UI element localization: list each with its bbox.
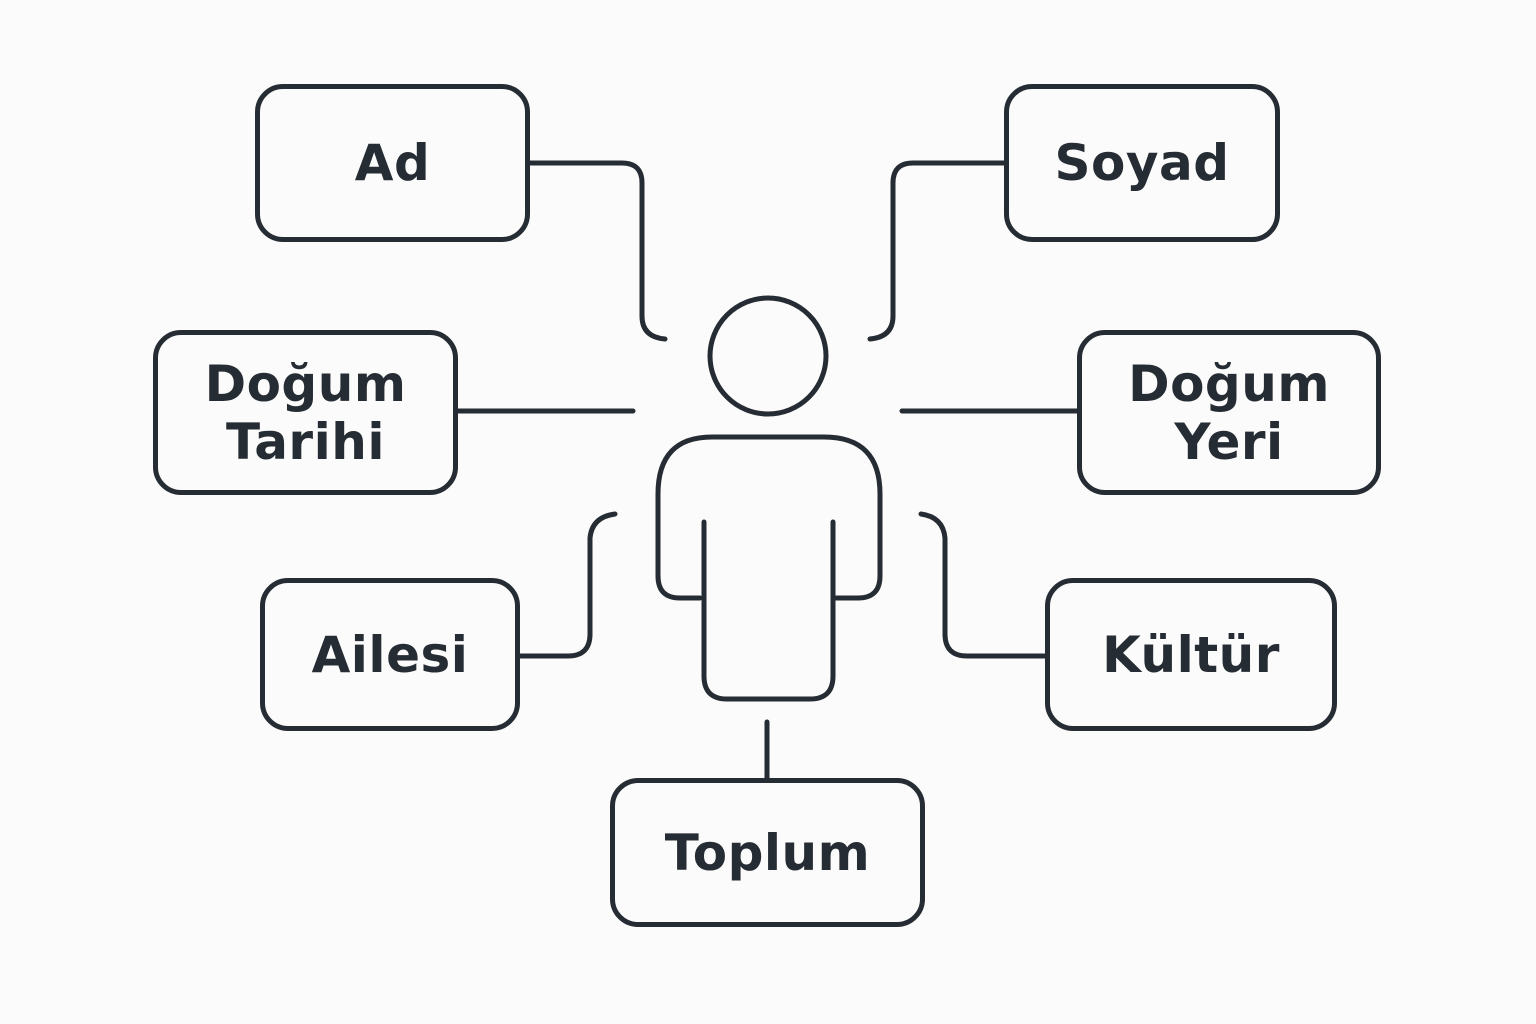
node-soyad-label: Soyad bbox=[1054, 134, 1230, 192]
connector-soyad bbox=[867, 160, 1007, 342]
node-ad-label: Ad bbox=[354, 134, 431, 192]
node-kultur-label: Kültür bbox=[1102, 625, 1280, 684]
person-head bbox=[707, 295, 829, 417]
connector-ailesi bbox=[517, 511, 618, 659]
node-toplum: Toplum bbox=[610, 778, 925, 927]
node-ad: Ad bbox=[255, 84, 530, 242]
node-kultur: Kültür bbox=[1045, 578, 1337, 731]
person-body bbox=[655, 434, 883, 601]
node-dogum-yeri: Doğum Yeri bbox=[1077, 330, 1381, 495]
node-ailesi: Ailesi bbox=[260, 578, 520, 731]
node-dogum-tarihi: Doğum Tarihi bbox=[153, 330, 458, 495]
person-icon bbox=[655, 295, 883, 702]
person-legs bbox=[701, 519, 836, 702]
node-soyad: Soyad bbox=[1004, 84, 1280, 242]
node-dogum-yeri-label: Doğum Yeri bbox=[1128, 354, 1330, 471]
node-toplum-label: Toplum bbox=[664, 823, 871, 882]
connector-kultur bbox=[918, 511, 1048, 659]
node-dogum-tarihi-label: Doğum Tarihi bbox=[204, 354, 407, 471]
node-ailesi-label: Ailesi bbox=[311, 625, 469, 684]
connector-ad bbox=[527, 160, 668, 342]
